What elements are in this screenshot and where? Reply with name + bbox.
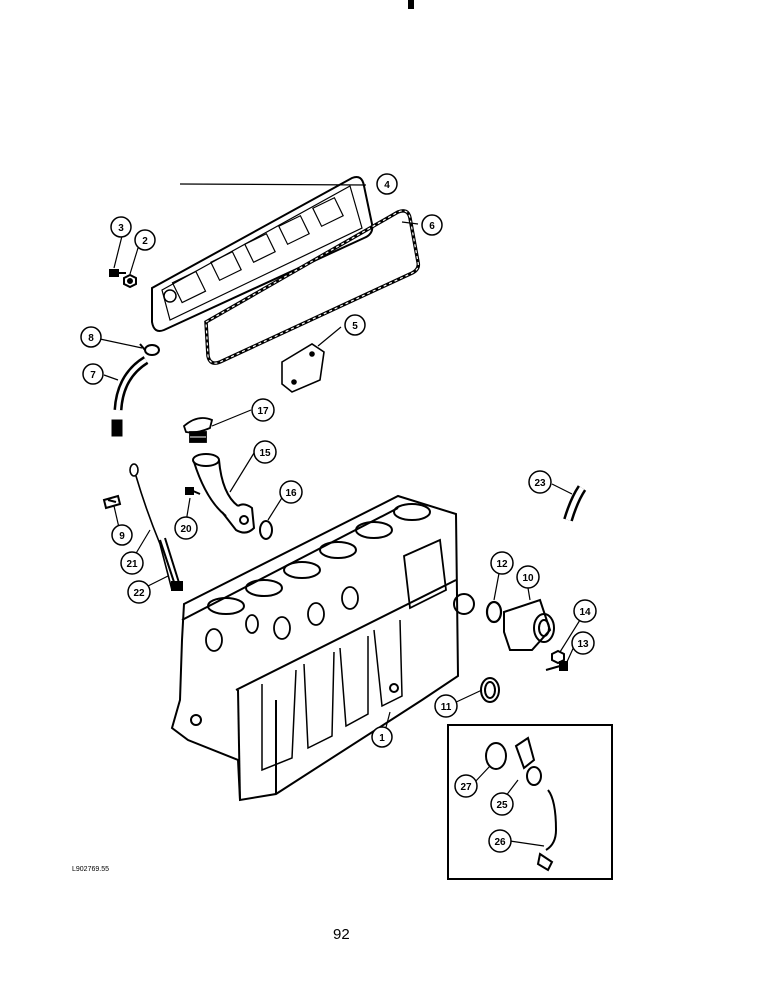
callout-7: 7 xyxy=(82,363,104,385)
callout-label: 4 xyxy=(384,180,390,191)
o-ring-16 xyxy=(259,520,273,540)
valve-cover xyxy=(151,176,374,332)
hose-clamp xyxy=(139,343,160,356)
callout-2: 2 xyxy=(134,229,156,251)
callout-15: 15 xyxy=(253,440,277,464)
callout-8: 8 xyxy=(80,326,102,348)
callout-label: 8 xyxy=(88,333,94,344)
callout-label: 9 xyxy=(119,531,125,542)
thermostat-housing xyxy=(503,598,555,651)
block-side-ports xyxy=(205,586,359,652)
callout-5: 5 xyxy=(344,314,366,336)
callout-20: 20 xyxy=(174,516,198,540)
callout-label: 12 xyxy=(496,559,508,570)
bolt-20 xyxy=(185,487,201,495)
leader-lines xyxy=(99,183,581,847)
callout-label: 22 xyxy=(133,588,145,599)
callout-21: 21 xyxy=(120,551,144,575)
callout-label: 6 xyxy=(429,221,435,232)
callout-17: 17 xyxy=(251,398,275,422)
callout-label: 21 xyxy=(126,559,138,570)
page-number: 92 xyxy=(333,926,350,943)
callout-16: 16 xyxy=(279,480,303,504)
nut-2 xyxy=(123,273,137,289)
oil-filler-cap xyxy=(182,417,214,443)
inset-o-ring xyxy=(485,742,507,770)
bolt-3 xyxy=(109,269,126,277)
callout-label: 11 xyxy=(441,702,452,713)
callout-label: 23 xyxy=(534,478,546,489)
callout-1: 1 xyxy=(371,726,393,748)
callout-label: 14 xyxy=(579,607,591,618)
inset-sender xyxy=(514,736,558,872)
callout-11: 11 xyxy=(434,694,458,718)
callout-3: 3 xyxy=(110,216,132,238)
callout-label: 26 xyxy=(494,837,506,848)
callout-10: 10 xyxy=(516,565,540,589)
breather-hose xyxy=(111,356,149,437)
engine-block xyxy=(170,494,475,802)
callout-label: 1 xyxy=(379,733,385,744)
callout-22: 22 xyxy=(127,580,151,604)
callout-4: 4 xyxy=(376,173,398,195)
callout-label: 2 xyxy=(142,236,148,247)
callout-label: 16 xyxy=(285,488,297,499)
callout-25: 25 xyxy=(490,792,514,816)
cover-plate xyxy=(281,343,325,393)
figure-code: L902769.55 xyxy=(72,866,109,873)
top-edge-mark xyxy=(408,0,414,9)
callout-6: 6 xyxy=(421,214,443,236)
callout-27: 27 xyxy=(454,774,478,798)
oil-filler-tube xyxy=(192,453,256,534)
callout-label: 13 xyxy=(577,639,589,650)
callout-12: 12 xyxy=(490,551,514,575)
callout-label: 20 xyxy=(180,524,192,535)
seal-11 xyxy=(480,677,500,703)
nut-14 xyxy=(551,649,565,665)
callout-label: 3 xyxy=(118,223,124,234)
inset-box xyxy=(447,724,613,880)
callout-label: 7 xyxy=(90,370,96,381)
callout-14: 14 xyxy=(573,599,597,623)
callout-label: 15 xyxy=(259,448,271,459)
dipstick xyxy=(129,463,173,591)
callout-label: 17 xyxy=(257,406,269,417)
callout-23: 23 xyxy=(528,470,552,494)
o-ring-12 xyxy=(485,600,503,624)
callout-13: 13 xyxy=(571,631,595,655)
callout-9: 9 xyxy=(111,524,133,546)
callout-label: 27 xyxy=(460,782,472,793)
callout-26: 26 xyxy=(488,829,512,853)
dipstick-clip xyxy=(102,494,122,510)
breather-tube xyxy=(563,485,587,522)
callout-label: 5 xyxy=(352,321,358,332)
bolt-13 xyxy=(545,661,568,671)
callouts: 4 6 3 2 5 8 7 17 15 16 20 9 21 22 23 12 … xyxy=(80,173,597,853)
valve-cover-gasket xyxy=(204,209,421,365)
dipstick-tube xyxy=(159,537,183,591)
block-ribs xyxy=(261,619,403,772)
callout-label: 10 xyxy=(522,573,534,584)
callout-label: 25 xyxy=(496,800,508,811)
cylinder-bores xyxy=(207,503,431,615)
